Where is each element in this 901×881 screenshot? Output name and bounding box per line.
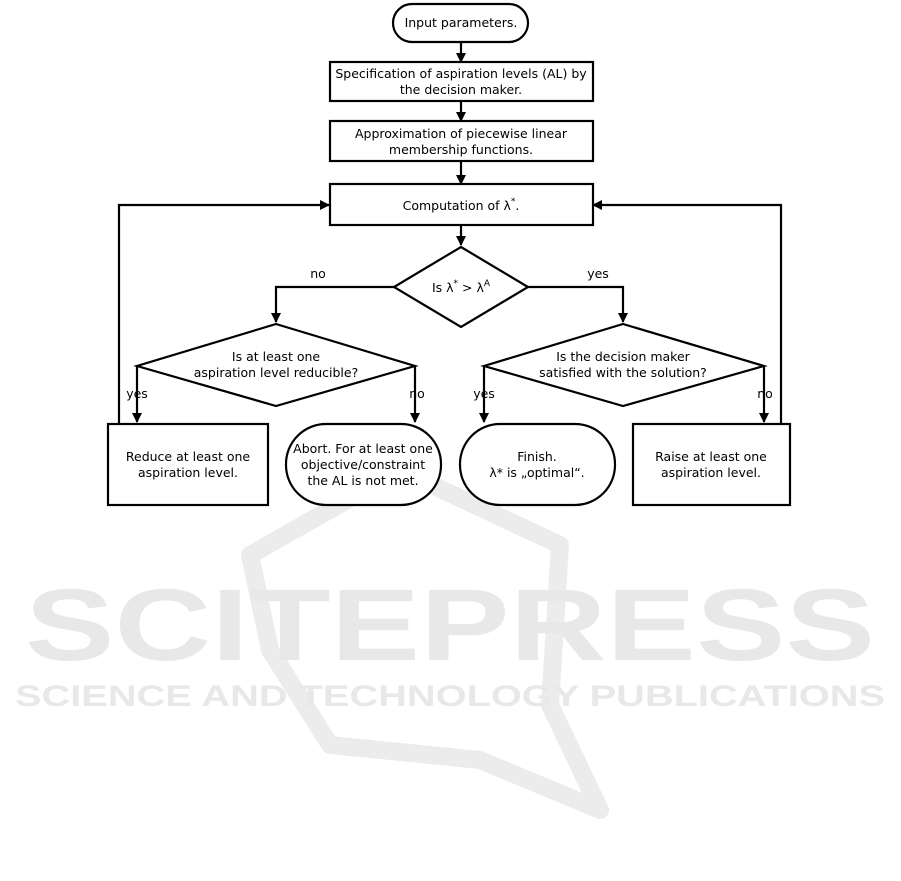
node-compute: Computation of λ*. (328, 182, 595, 227)
reduce-line2: aspiration level. (138, 465, 238, 480)
compute-label: Computation of λ*. (403, 197, 520, 213)
label-right-yes: yes (473, 386, 495, 401)
node-decision-right: Is the decision maker satisfied with the… (480, 322, 768, 408)
decision-left-line2: aspiration level reducible? (194, 365, 358, 380)
watermark-tagline: SCIENCE AND TECHNOLOGY PUBLICATIONS (15, 680, 885, 713)
reduce-line1: Reduce at least one (126, 449, 251, 464)
decision-right-line2: satisfied with the solution? (539, 365, 707, 380)
raise-line2: aspiration level. (661, 465, 761, 480)
node-abort: Abort. For at least one objective/constr… (284, 422, 443, 507)
node-decision-left: Is at least one aspiration level reducib… (133, 322, 419, 408)
decision-left-line1: Is at least one (232, 349, 320, 364)
node-raise: Raise at least one aspiration level. (631, 422, 792, 507)
finish-line1: Finish. (517, 449, 557, 464)
node-specify: Specification of aspiration levels (AL) … (328, 60, 595, 103)
edge-main-no (271, 285, 394, 323)
raise-line1: Raise at least one (655, 449, 767, 464)
node-finish: Finish. λ* is „optimal“. (458, 422, 617, 507)
specify-label-line2: the decision maker. (400, 82, 522, 97)
edge-reduce-loop (117, 200, 330, 423)
start-label: Input parameters. (405, 15, 518, 30)
flowchart-edges (117, 42, 783, 423)
node-start: Input parameters. (391, 2, 530, 44)
approx-label-line2: membership functions. (389, 142, 533, 157)
node-reduce: Reduce at least one aspiration level. (106, 422, 270, 507)
abort-line3: the AL is not met. (307, 473, 418, 488)
finish-line2: λ* is „optimal“. (489, 465, 584, 480)
decision-main-label: Is λ* > λA (432, 279, 491, 295)
watermark-logo: SCITEPRESS SCIENCE AND TECHNOLOGY PUBLIC… (15, 461, 885, 819)
specify-label-line1: Specification of aspiration levels (AL) … (335, 66, 587, 81)
node-approx: Approximation of piecewise linear member… (328, 119, 595, 163)
decision-right-line1: Is the decision maker (556, 349, 690, 364)
edge-main-yes (528, 285, 628, 323)
watermark-brand: SCITEPRESS (25, 568, 875, 682)
approx-label-line1: Approximation of piecewise linear (355, 126, 568, 141)
label-main-yes: yes (587, 266, 609, 281)
node-decision-main: Is λ* > λA (391, 245, 531, 329)
label-left-yes: yes (126, 386, 148, 401)
label-right-no: no (757, 386, 773, 401)
label-left-no: no (409, 386, 425, 401)
abort-line1: Abort. For at least one (293, 441, 433, 456)
abort-line2: objective/constraint (301, 457, 425, 472)
label-main-no: no (310, 266, 326, 281)
edge-raise-loop (592, 200, 783, 423)
